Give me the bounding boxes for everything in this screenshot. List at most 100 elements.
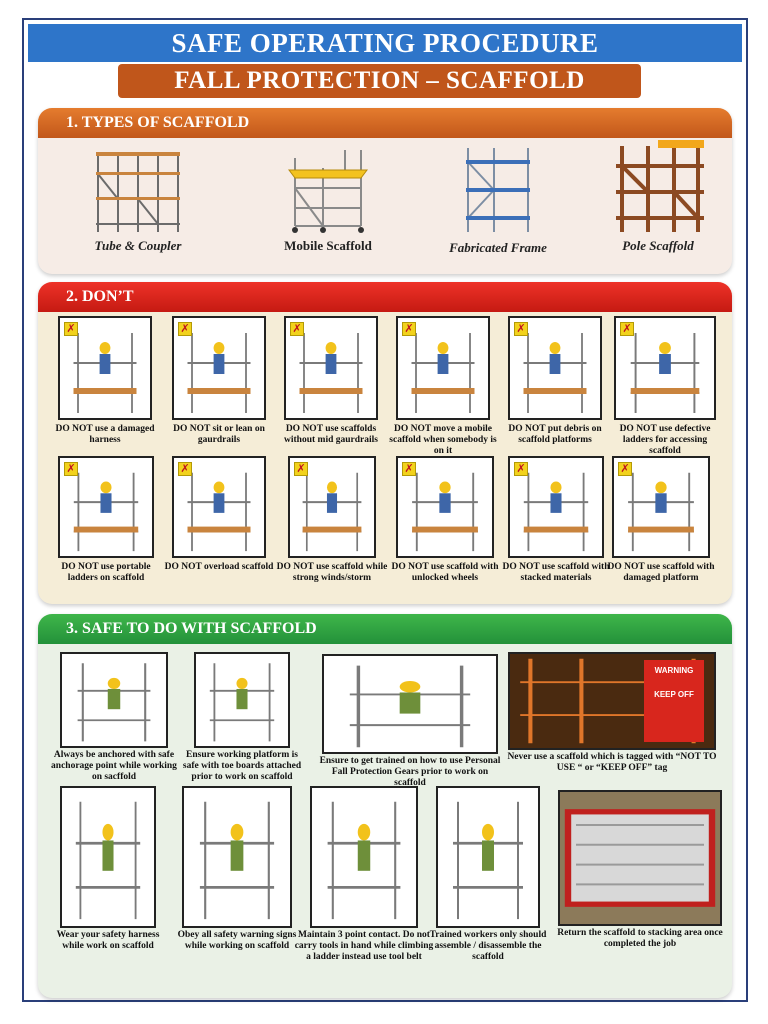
dont-caption: DO NOT use scaffold with unlocked wheels <box>389 562 501 584</box>
dont-text: use a damaged harness <box>89 424 155 445</box>
dont-caption: DO NOT put debris on scaffold platforms <box>499 424 611 446</box>
dont-lead: DO NOT <box>619 424 657 434</box>
dont-text: overload scaffold <box>201 562 274 572</box>
dont-lead: DO NOT <box>55 424 93 434</box>
safe-image-safety-harness <box>60 786 156 928</box>
scaffold-illustration <box>628 472 694 552</box>
type-label: Tube & Coupler <box>94 238 182 253</box>
dont-image-unlocked-wheels: ✗ <box>396 456 494 558</box>
fabricated-frame-illustration <box>466 148 530 232</box>
scaffold-illustration <box>630 333 700 413</box>
dont-lead: DO NOT <box>173 424 211 434</box>
scaffold-illustration <box>73 472 139 552</box>
dont-text: use scaffolds without mid gaurdrails <box>284 424 378 445</box>
scaffold-illustration <box>523 472 589 552</box>
page-title: SAFE OPERATING PROCEDURE <box>28 24 742 62</box>
cross-icon: ✗ <box>178 322 192 336</box>
scaffold-illustration <box>453 801 523 920</box>
tube-coupler-illustration <box>96 152 180 232</box>
scaffold-illustration <box>73 333 137 413</box>
types-section: 1. TYPES OF SCAFFOLD Tube & Coupler Mobi… <box>38 108 732 274</box>
page-border <box>22 18 748 1002</box>
dont-lead: DO NOT <box>502 562 540 572</box>
cross-icon: ✗ <box>178 462 192 476</box>
dont-text: use scaffold while strong winds/storm <box>292 562 388 583</box>
types-heading: 1. TYPES OF SCAFFOLD <box>38 108 732 138</box>
type-label: Mobile Scaffold <box>284 238 372 253</box>
dont-lead: DO NOT <box>164 562 202 572</box>
scaffold-illustration <box>349 665 471 748</box>
dont-text: use portable ladders on scaffold <box>67 562 151 583</box>
dont-image-defective-ladder: ✗ <box>614 316 716 420</box>
scaffold-illustration <box>327 801 401 920</box>
dont-image-damaged-platform: ✗ <box>612 456 710 558</box>
dont-text: sit or lean on gaurdrails <box>197 424 265 445</box>
pole-scaffold-illustration <box>616 140 704 232</box>
dont-image-gaurdrail-lean: ✗ <box>172 316 266 420</box>
keep-off-tag: WARNING KEEP OFF <box>644 660 704 742</box>
scaffold-illustration <box>411 333 475 413</box>
dont-image-harness: ✗ <box>58 316 152 420</box>
type-label: Fabricated Frame <box>449 240 547 255</box>
safe-image-trained-workers <box>436 786 540 928</box>
scaffold-illustration <box>302 472 362 552</box>
dont-lead: DO NOT <box>607 562 645 572</box>
safe-caption: Maintain 3 point contact. Do not carry t… <box>294 930 434 962</box>
mobile-scaffold-illustration <box>288 150 368 233</box>
safe-caption: Ensure to get trained on how to use Pers… <box>319 756 501 788</box>
dont-image-stacked-materials: ✗ <box>508 456 604 558</box>
dont-text: put debris on scaffold platforms <box>518 424 602 445</box>
dont-heading: 2. DON’T <box>38 282 732 312</box>
scaffold-illustration <box>187 333 251 413</box>
cross-icon: ✗ <box>514 322 528 336</box>
dont-caption: DO NOT overload scaffold <box>163 562 275 573</box>
cross-icon: ✗ <box>402 322 416 336</box>
dont-image-mobile-occupied: ✗ <box>396 316 490 420</box>
dont-caption: DO NOT use a damaged harness <box>49 424 161 446</box>
safe-image-anchorage <box>60 652 168 748</box>
safe-caption: Always be anchored with safe anchorage p… <box>51 750 177 782</box>
mobile-scaffold-item: Mobile Scaffold <box>268 148 388 254</box>
dont-text: use scaffold with damaged platform <box>623 562 715 583</box>
cross-icon: ✗ <box>290 322 304 336</box>
cross-icon: ✗ <box>294 462 308 476</box>
tag-warning-text: WARNING <box>654 666 694 675</box>
tube-coupler-item: Tube & Coupler <box>78 144 198 254</box>
dont-caption: DO NOT use scaffold with damaged platfor… <box>605 562 717 584</box>
dont-caption: DO NOT use portable ladders on scaffold <box>50 562 162 584</box>
cross-icon: ✗ <box>620 322 634 336</box>
dont-lead: DO NOT <box>394 424 432 434</box>
cross-icon: ✗ <box>618 462 632 476</box>
dont-lead: DO NOT <box>276 562 314 572</box>
cross-icon: ✗ <box>514 462 528 476</box>
dont-lead: DO NOT <box>285 424 323 434</box>
dont-image-overload: ✗ <box>172 456 266 558</box>
scaffold-illustration <box>187 472 251 552</box>
dont-image-portable-ladder: ✗ <box>58 456 154 558</box>
cross-icon: ✗ <box>64 462 78 476</box>
dont-caption: DO NOT use defective ladders for accessi… <box>609 424 721 457</box>
type-label: Pole Scaffold <box>622 238 694 253</box>
safe-heading: 3. SAFE TO DO WITH SCAFFOLD <box>38 614 732 644</box>
page-subtitle: FALL PROTECTION – SCAFFOLD <box>118 64 641 98</box>
dont-caption: DO NOT sit or lean on gaurdrails <box>163 424 275 446</box>
dont-caption: DO NOT use scaffolds without mid gaurdra… <box>275 424 387 446</box>
scaffold-illustration <box>77 663 151 742</box>
safe-caption: Wear your safety harness while work on s… <box>56 930 160 951</box>
safe-image-return-stacking <box>558 790 722 926</box>
tag-keep-off-text: KEEP OFF <box>654 690 694 699</box>
dont-image-debris: ✗ <box>508 316 602 420</box>
dont-text: use defective ladders for accessing scaf… <box>622 424 711 456</box>
safe-image-training <box>322 654 498 754</box>
pole-scaffold-item: Pole Scaffold <box>598 136 718 254</box>
dont-caption: DO NOT move a mobile scaffold when someb… <box>387 424 499 457</box>
scaffold-illustration <box>523 333 587 413</box>
scaffold-illustration <box>412 472 478 552</box>
scaffold-stack-illustration <box>564 809 716 907</box>
safe-caption: Obey all safety warning signs while work… <box>177 930 297 951</box>
dont-text: use scaffold with unlocked wheels <box>411 562 499 583</box>
safe-caption: Never use a scaffold which is tagged wit… <box>507 752 717 773</box>
fabricated-frame-item: Fabricated Frame <box>438 142 558 256</box>
safe-caption: Return the scaffold to stacking area onc… <box>557 928 723 949</box>
dont-image-mid-gaurdrail: ✗ <box>284 316 378 420</box>
